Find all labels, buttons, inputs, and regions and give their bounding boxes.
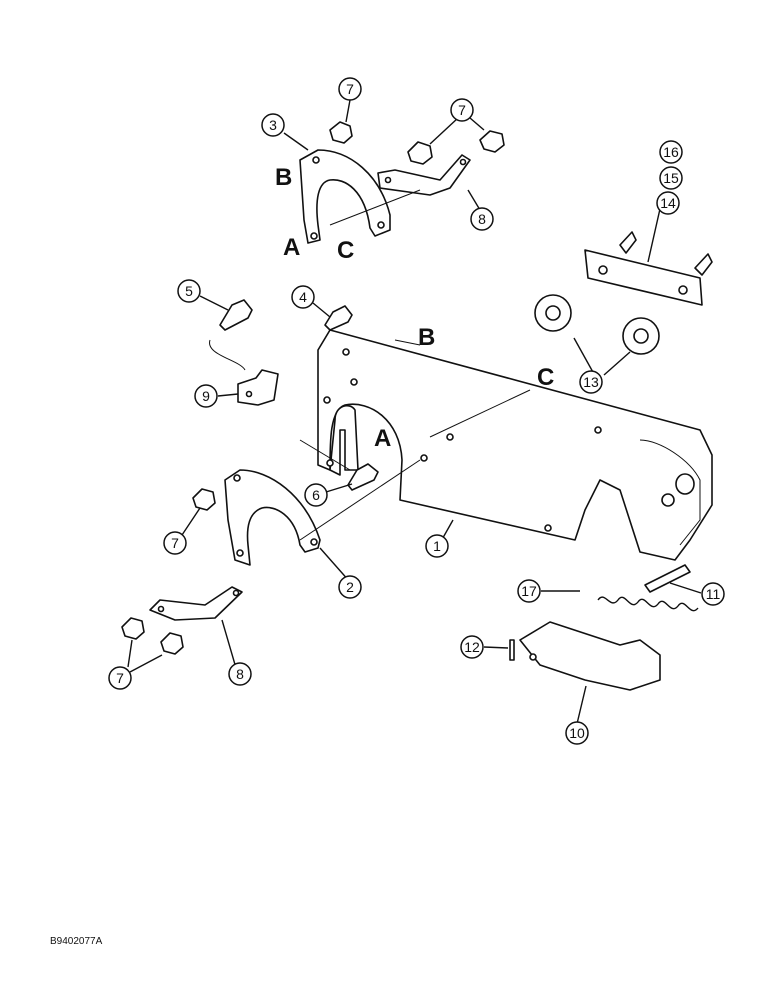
callout-4: 4 — [291, 285, 315, 309]
svg-text:15: 15 — [663, 170, 679, 186]
callout-15: 15 — [659, 166, 683, 190]
svg-text:7: 7 — [171, 535, 179, 551]
letter-label: B — [275, 164, 292, 191]
pin-plate — [584, 231, 713, 306]
callout-7: 7 — [108, 666, 132, 690]
svg-text:3: 3 — [269, 117, 277, 133]
main-bracket — [317, 329, 713, 561]
svg-text:7: 7 — [116, 670, 124, 686]
figure-code: B9402077A — [50, 936, 103, 947]
callout-7: 7 — [450, 98, 474, 122]
callout-14: 14 — [656, 191, 680, 215]
svg-text:4: 4 — [299, 289, 307, 305]
callout-1: 1 — [425, 534, 449, 558]
svg-text:11: 11 — [706, 586, 721, 602]
callout-16: 16 — [659, 140, 683, 164]
callout-12: 12 — [460, 635, 484, 659]
spring-latch — [509, 564, 699, 691]
svg-text:14: 14 — [660, 195, 676, 211]
svg-text:7: 7 — [458, 102, 466, 118]
callout-10: 10 — [565, 721, 589, 745]
callout-8: 8 — [470, 207, 494, 231]
svg-text:7: 7 — [346, 81, 354, 97]
svg-text:12: 12 — [464, 639, 480, 655]
svg-text:9: 9 — [202, 388, 210, 404]
small-clip — [237, 369, 279, 406]
callout-8: 8 — [228, 662, 252, 686]
svg-text:5: 5 — [185, 283, 193, 299]
svg-text:16: 16 — [663, 144, 679, 160]
upper-lever — [377, 154, 471, 196]
svg-text:17: 17 — [521, 583, 537, 599]
callout-2: 2 — [338, 575, 362, 599]
alignment-lines — [209, 189, 531, 541]
svg-text:8: 8 — [236, 666, 244, 682]
callout-6: 6 — [304, 483, 328, 507]
svg-text:13: 13 — [583, 374, 599, 390]
callout-13: 13 — [579, 370, 603, 394]
svg-text:10: 10 — [569, 725, 585, 741]
lower-lever — [149, 586, 243, 621]
callout-5: 5 — [177, 279, 201, 303]
sprockets — [534, 294, 660, 355]
callout-11: 11 — [701, 582, 725, 606]
letter-label: C — [537, 364, 554, 391]
nuts — [121, 121, 505, 655]
svg-text:8: 8 — [478, 211, 486, 227]
callout-3: 3 — [261, 113, 285, 137]
callout-7: 7 — [163, 531, 187, 555]
svg-text:1: 1 — [433, 538, 441, 554]
letter-label: A — [374, 425, 391, 452]
callout-17: 17 — [517, 579, 541, 603]
letter-label: C — [337, 237, 354, 264]
svg-text:2: 2 — [346, 579, 354, 595]
letter-label: B — [418, 324, 435, 351]
leader-lines — [127, 99, 702, 729]
lower-bracket — [224, 469, 321, 566]
svg-text:6: 6 — [312, 487, 320, 503]
upper-bracket — [299, 149, 391, 244]
bolts — [219, 299, 379, 491]
letter-label: A — [283, 234, 300, 261]
callout-9: 9 — [194, 384, 218, 408]
callout-7: 7 — [338, 77, 362, 101]
